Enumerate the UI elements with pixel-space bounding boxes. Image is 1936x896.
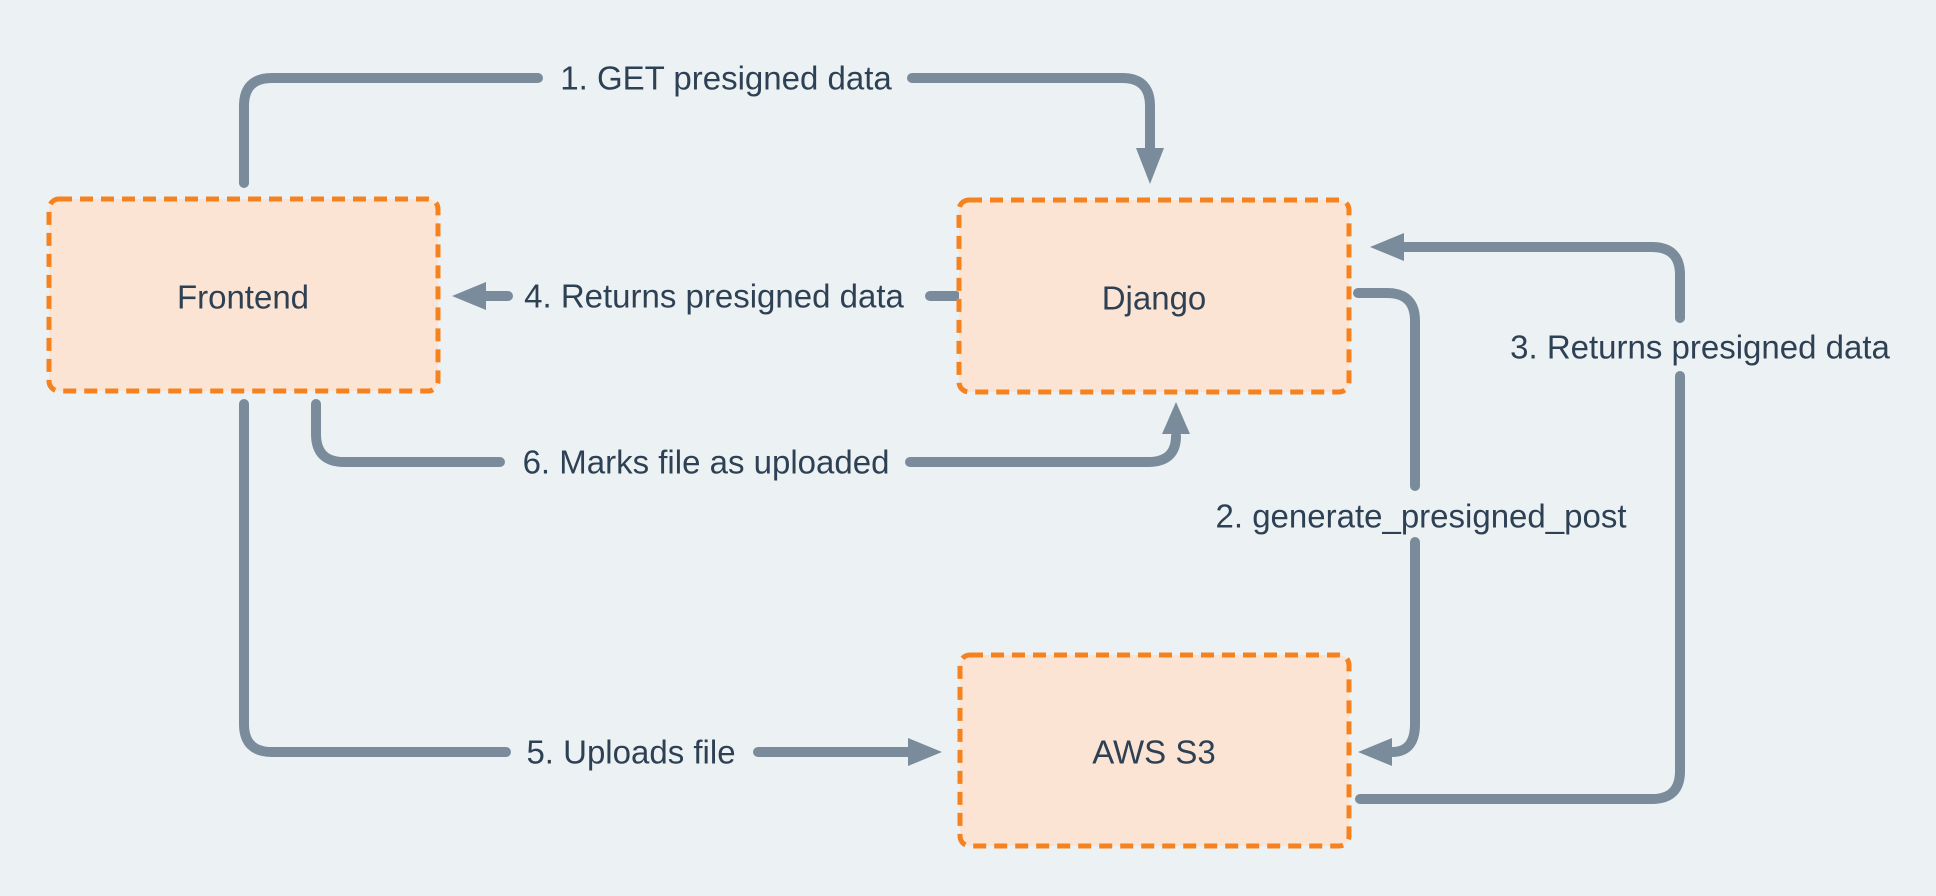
edge-5-line — [239, 399, 913, 757]
aws-s3-node: AWS S3 — [957, 652, 1352, 849]
arrowhead-up-icon — [1162, 402, 1190, 434]
arrowhead-down-icon — [1136, 148, 1164, 184]
edge-5-label: 5. Uploads file — [526, 734, 735, 771]
edge-4-label: 4. Returns presigned data — [524, 278, 904, 315]
django-node: Django — [956, 197, 1352, 395]
edge-2-line — [1353, 288, 1420, 757]
arrowhead-left-icon — [1370, 233, 1404, 261]
arrowhead-right-icon — [908, 738, 942, 766]
aws-s3-node-label: AWS S3 — [1092, 734, 1215, 771]
arrowhead-left-icon — [452, 282, 486, 310]
frontend-node-label: Frontend — [177, 279, 309, 316]
edge-6-label: 6. Marks file as uploaded — [523, 444, 890, 481]
django-node-label: Django — [1102, 280, 1207, 317]
frontend-node-box — [46, 196, 441, 394]
nodes-layer: Frontend Django AWS S3 — [46, 196, 1352, 849]
edge-1-line — [239, 73, 1155, 188]
aws-s3-node-box — [957, 652, 1352, 849]
frontend-node: Frontend — [46, 196, 441, 394]
edge-2-label: 2. generate_presigned_post — [1216, 498, 1627, 535]
edge-3-line — [1355, 242, 1685, 804]
edges-layer: 1. GET presigned data 4. Returns presign… — [239, 60, 1891, 804]
arrowhead-left-icon — [1358, 738, 1392, 766]
django-node-box — [956, 197, 1352, 395]
edge-1-label: 1. GET presigned data — [560, 60, 892, 97]
edge-6-line — [311, 399, 1181, 467]
edge-3-label: 3. Returns presigned data — [1510, 329, 1890, 366]
